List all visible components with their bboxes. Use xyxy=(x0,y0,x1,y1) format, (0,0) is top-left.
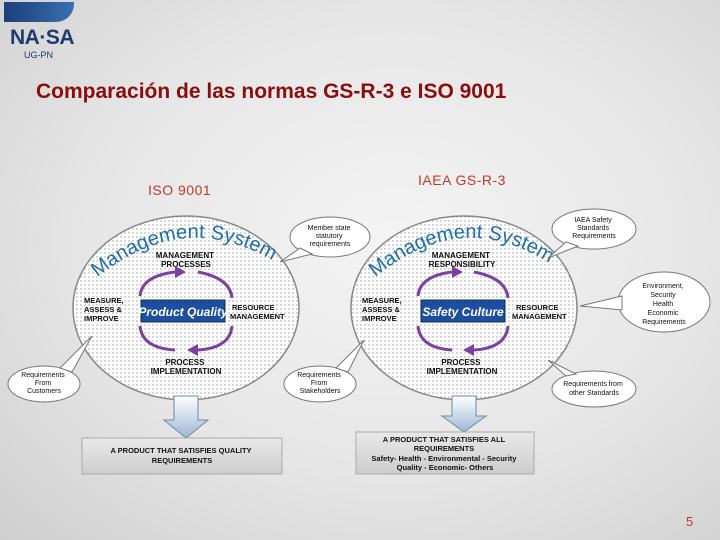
member-state-callout-text: Member state statutory requirements xyxy=(308,225,353,248)
product-quality-box xyxy=(140,299,226,323)
other-standards-callout-text: Requirements from other Standards xyxy=(563,381,624,397)
stakeholders-callout xyxy=(283,365,357,403)
stakeholders-callout-text: Requirements From Stakeholders xyxy=(297,372,343,395)
iso-implementation: PROCESS IMPLEMENTATION xyxy=(151,358,222,376)
page-number: 5 xyxy=(686,514,694,529)
iaea-standards-callout xyxy=(551,208,637,250)
iaea-measure: MEASURE, ASSESS & IMPROVE xyxy=(362,296,404,323)
iaea-resource: RESOURCE MANAGEMENT xyxy=(512,303,567,321)
iso-measure: MEASURE, ASSESS & IMPROVE xyxy=(84,296,126,323)
logo: NA·SA UG-PN xyxy=(4,2,75,64)
iso-resource: RESOURCE MANAGEMENT xyxy=(230,303,285,321)
iaea-standards-callout-text: IAEA Safety Standards Requirements xyxy=(572,217,616,240)
other-standards-callout xyxy=(551,370,637,408)
logo-sub-text: UG-PN xyxy=(24,50,53,60)
customers-callout-text: Requirements From Customers xyxy=(21,372,67,395)
environment-callout-text: Environment, Security Health Economic Re… xyxy=(642,283,686,326)
iaea-output-text: A PRODUCT THAT SATISFIES ALL REQUIREMENT… xyxy=(371,435,518,472)
iaea-diagram: Management System MANAGEMENT RESPONSIBIL… xyxy=(283,208,711,475)
iso-processes: MANAGEMENT PROCESSES xyxy=(156,251,216,269)
safety-culture-box xyxy=(420,299,506,323)
atom-icon xyxy=(4,2,74,22)
logo-main-text: NA·SA xyxy=(10,26,75,49)
safety-culture-text: Safety Culture xyxy=(422,305,504,319)
iso-diagram: Management System MANAGEMENT PROCESSES M… xyxy=(7,215,371,475)
iaea-implementation: PROCESS IMPLEMENTATION xyxy=(427,358,498,376)
page-title: Comparación de las normas GS-R-3 e ISO 9… xyxy=(36,80,507,103)
product-quality-text: Product Quality xyxy=(138,305,229,319)
iso-label: ISO 9001 xyxy=(148,182,212,198)
member-state-callout xyxy=(289,216,371,258)
iaea-output-box xyxy=(355,431,535,475)
iaea-label: IAEA GS-R-3 xyxy=(418,172,506,188)
iaea-responsibility: MANAGEMENT RESPONSIBILITY xyxy=(429,251,496,269)
iso-output-text: A PRODUCT THAT SATISFIES QUALITY REQUIRE… xyxy=(110,446,253,465)
customers-callout xyxy=(7,365,81,403)
iso-output-box xyxy=(81,437,283,475)
iaea-output-arrow xyxy=(440,395,488,433)
iso-output-arrow xyxy=(162,395,210,439)
